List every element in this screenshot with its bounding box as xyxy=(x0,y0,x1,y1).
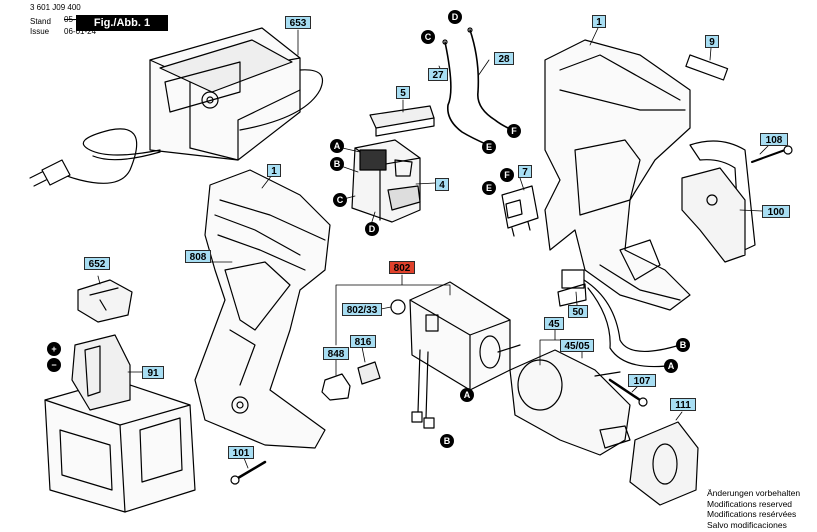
belt-clip-drawing xyxy=(681,140,793,263)
note-fr: Modifications resérvées xyxy=(707,509,797,519)
part-tag-100: 100 xyxy=(762,205,790,218)
part-848-drawing xyxy=(321,373,351,401)
part-tag-45: 45 xyxy=(544,317,564,330)
part-652-drawing xyxy=(77,279,133,323)
part-tag-802: 802 xyxy=(389,261,415,274)
part-tag-802-33: 802/33 xyxy=(342,303,382,316)
part-tag-45-05: 45/05 xyxy=(560,339,594,352)
callout-plus: + xyxy=(47,342,61,356)
callout-a-right: A xyxy=(664,359,678,373)
cap-111-drawing xyxy=(629,421,699,506)
doc-number: 3 601 J09 400 xyxy=(30,3,81,12)
ring-802-33-drawing xyxy=(390,299,406,315)
part-7-drawing xyxy=(501,185,539,237)
part-tag-1-right: 1 xyxy=(592,15,606,28)
issue-date: 06-01-24 xyxy=(64,27,97,36)
callout-b-motor: B xyxy=(440,434,454,448)
part-tag-653: 653 xyxy=(285,16,311,29)
screw-107-drawing xyxy=(608,378,642,402)
part-tag-808: 808 xyxy=(185,250,211,263)
switch-drawing xyxy=(351,139,421,223)
part-tag-27: 27 xyxy=(428,68,448,81)
callout-b-switch: B xyxy=(330,157,344,171)
gear-housing-drawing xyxy=(509,349,631,456)
part-tag-816: 816 xyxy=(350,335,376,348)
callout-c-switch: C xyxy=(333,193,347,207)
charger-drawing xyxy=(29,27,324,187)
part-816-drawing xyxy=(357,361,381,385)
callout-d-top: D xyxy=(448,10,462,24)
callout-c-top: C xyxy=(421,30,435,44)
callout-minus: − xyxy=(47,358,61,372)
part-50-drawing xyxy=(557,269,681,368)
note-es: Salvo modificaciones xyxy=(707,519,787,530)
part-tag-91: 91 xyxy=(142,366,164,379)
housing-left-drawing xyxy=(194,169,331,449)
motor-drawing xyxy=(409,281,521,429)
stand-label: Stand xyxy=(30,17,51,26)
part-tag-107: 107 xyxy=(628,374,656,387)
housing-right-drawing xyxy=(544,39,729,311)
part-tag-5: 5 xyxy=(396,86,410,99)
issue-label: Issue xyxy=(30,27,50,36)
part-tag-4: 4 xyxy=(435,178,449,191)
part-tag-1-left: 1 xyxy=(267,164,281,177)
callout-b-right: B xyxy=(676,338,690,352)
callout-a-switch: A xyxy=(330,139,344,153)
callout-e-7: E xyxy=(482,181,496,195)
note-de: Änderungen vorbehalten xyxy=(707,488,801,498)
part-tag-9: 9 xyxy=(705,35,719,48)
callout-a-motor: A xyxy=(460,388,474,402)
part-tag-28: 28 xyxy=(494,52,514,65)
part-tag-50: 50 xyxy=(568,305,588,318)
part-tag-101: 101 xyxy=(228,446,254,459)
part-tag-848: 848 xyxy=(323,347,349,360)
screw-101-drawing xyxy=(236,460,267,480)
part-tag-7: 7 xyxy=(518,165,532,178)
figure-label: Fig./Abb. 1 xyxy=(76,15,168,31)
battery-drawing xyxy=(44,334,196,513)
part-tag-108: 108 xyxy=(760,133,788,146)
callout-d-switch: D xyxy=(365,222,379,236)
wire-drawing xyxy=(442,27,509,146)
callout-f-7: F xyxy=(500,168,514,182)
footer-notes: Änderungen vorbehalten Modifications res… xyxy=(707,488,800,530)
callout-e-wire: E xyxy=(482,140,496,154)
note-en: Modifications reserved xyxy=(707,498,793,509)
part-tag-652: 652 xyxy=(84,257,110,270)
callout-f-wire: F xyxy=(507,124,521,138)
part-tag-111: 111 xyxy=(670,398,696,411)
part-5-drawing xyxy=(369,105,435,129)
